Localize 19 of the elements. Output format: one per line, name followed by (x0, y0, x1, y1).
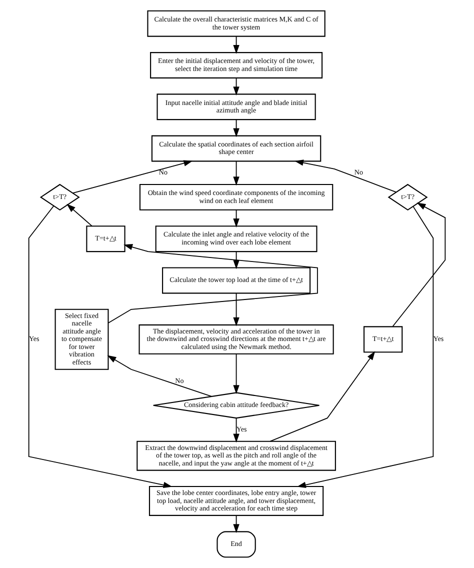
arrow (233, 210, 240, 228)
arrow (107, 355, 212, 397)
arrow (392, 202, 446, 327)
arrow (294, 160, 396, 193)
arrow (270, 351, 376, 442)
arrow (108, 244, 318, 324)
arrow (233, 78, 240, 96)
arrow (66, 204, 92, 227)
arrow (233, 292, 240, 326)
arrow (233, 515, 240, 533)
arrow (233, 36, 240, 54)
arrow (233, 418, 240, 443)
arrow (233, 251, 240, 270)
arrow (233, 354, 240, 394)
arrow (233, 160, 240, 186)
arrow (233, 119, 240, 138)
arrow (28, 205, 172, 488)
arrow (72, 160, 193, 194)
arrow (296, 206, 434, 488)
